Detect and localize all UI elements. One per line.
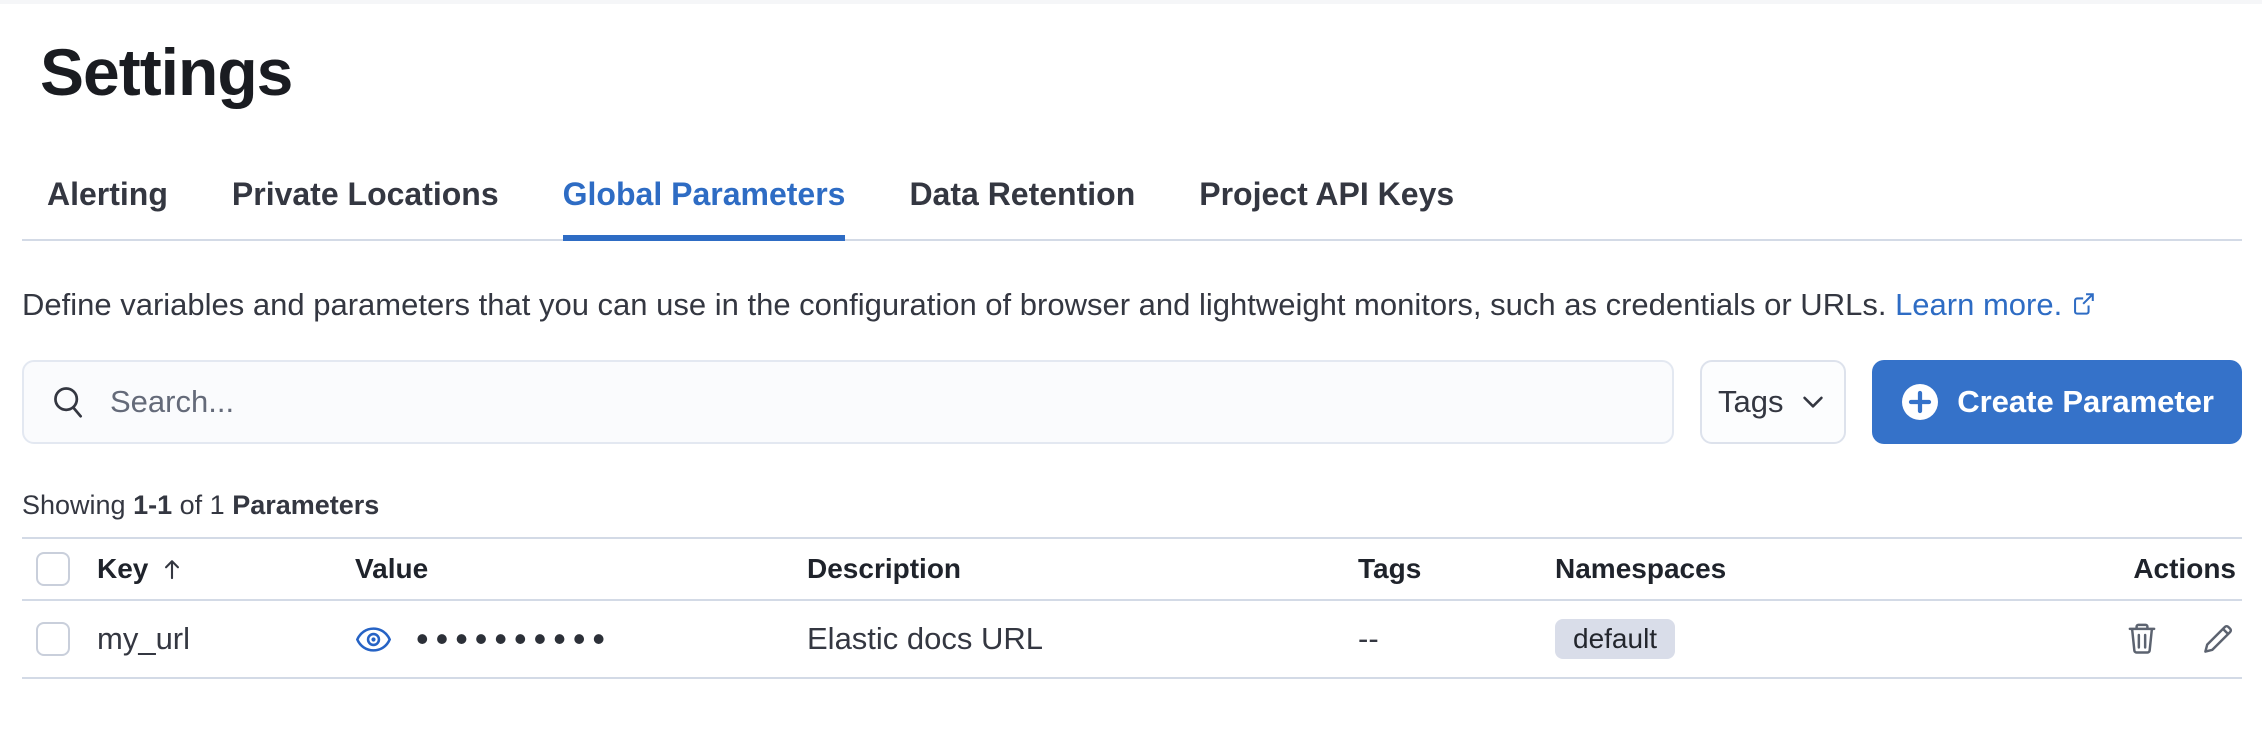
page-title: Settings <box>40 35 293 109</box>
cell-actions <box>1942 621 2242 657</box>
column-key-label: Key <box>97 553 149 584</box>
summary-entity: Parameters <box>232 490 380 520</box>
results-summary: Showing 1-1 of 1 Parameters <box>22 490 2242 521</box>
learn-more-link[interactable]: Learn more. <box>1895 287 2097 322</box>
create-parameter-button[interactable]: Create Parameter <box>1872 360 2242 444</box>
external-link-icon <box>2070 283 2097 330</box>
chevron-down-icon <box>1803 396 1824 408</box>
search-icon <box>54 387 83 418</box>
row-checkbox[interactable] <box>36 622 70 656</box>
select-all-checkbox[interactable] <box>36 552 70 586</box>
tab-alerting[interactable]: Alerting <box>47 176 168 212</box>
parameters-table: Key Value Description Tags Namespaces Ac… <box>22 537 2242 679</box>
table-header-row: Key Value Description Tags Namespaces Ac… <box>22 539 2242 601</box>
search-input[interactable] <box>110 384 1647 420</box>
tab-project-api-keys[interactable]: Project API Keys <box>1199 176 1455 212</box>
page-description: Define variables and parameters that you… <box>22 281 2237 330</box>
parameters-toolbar: Tags Create Parameter <box>22 360 2242 444</box>
plus-in-circle-icon <box>1902 384 1939 420</box>
trash-icon <box>2128 623 2156 654</box>
column-header-value[interactable]: Value <box>355 553 429 584</box>
tab-private-locations[interactable]: Private Locations <box>231 176 499 212</box>
header-checkbox-cell <box>22 552 97 586</box>
summary-range: 1-1 <box>133 490 173 520</box>
tags-button-label: Tags <box>1717 384 1784 419</box>
settings-tabs: Alerting Private Locations Global Parame… <box>22 176 2242 241</box>
edit-parameter-button[interactable] <box>2200 621 2236 657</box>
cell-value: •••••••••• <box>355 621 807 658</box>
column-header-description[interactable]: Description <box>807 553 962 584</box>
namespace-badge: default <box>1555 619 1676 659</box>
window-top-edge <box>0 0 2262 4</box>
learn-more-label: Learn more. <box>1895 287 2063 322</box>
column-header-actions: Actions <box>2133 553 2236 584</box>
tab-data-retention[interactable]: Data Retention <box>909 176 1136 212</box>
tab-global-parameters[interactable]: Global Parameters <box>562 176 845 241</box>
column-header-tags[interactable]: Tags <box>1358 553 1422 584</box>
column-header-namespaces[interactable]: Namespaces <box>1555 553 1727 584</box>
cell-namespaces: default <box>1555 619 1942 659</box>
cell-key: my_url <box>97 621 191 656</box>
settings-page: Settings Alerting Private Locations Glob… <box>0 34 2262 679</box>
summary-middle: of 1 <box>179 490 225 520</box>
tags-filter-button[interactable]: Tags <box>1700 360 1847 444</box>
search-box[interactable] <box>22 360 1675 444</box>
sort-ascending-icon <box>165 560 180 580</box>
reveal-value-button[interactable] <box>355 621 392 658</box>
cell-tags: -- <box>1358 621 1379 656</box>
table-row: my_url •••••••••• Elastic docs URL -- de… <box>22 601 2242 679</box>
summary-prefix: Showing <box>22 490 126 520</box>
eye-icon <box>355 626 392 652</box>
row-checkbox-cell <box>22 622 97 656</box>
description-text: Define variables and parameters that you… <box>22 287 1887 322</box>
cell-description: Elastic docs URL <box>807 621 1044 656</box>
masked-value: •••••••••• <box>416 618 613 659</box>
create-button-label: Create Parameter <box>1957 384 2214 419</box>
pencil-icon <box>2204 624 2233 653</box>
delete-parameter-button[interactable] <box>2124 621 2160 657</box>
column-header-key[interactable]: Key <box>97 553 355 585</box>
